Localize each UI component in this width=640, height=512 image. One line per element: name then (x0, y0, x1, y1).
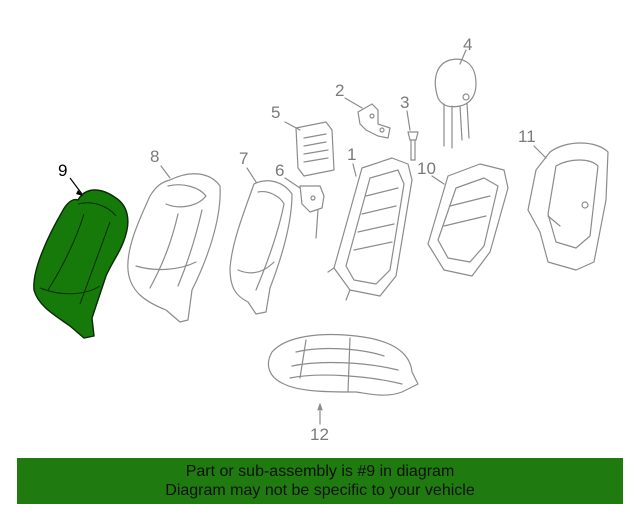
banner-line-2: Diagram may not be specific to your vehi… (165, 482, 475, 499)
part-3-pin[interactable] (407, 131, 419, 161)
callout-7: 7 (239, 149, 249, 168)
callout-2: 2 (335, 81, 345, 100)
callout-3: 3 (400, 93, 410, 112)
callout-11: 11 (518, 127, 536, 146)
callout-5: 5 (271, 103, 281, 122)
part-10-backframe[interactable] (427, 163, 509, 277)
banner-line-1: Part or sub-assembly is #9 in diagram (185, 463, 455, 480)
part-7-panel[interactable] (229, 180, 293, 315)
part-5-plate[interactable] (295, 121, 335, 177)
callout-9: 9 (58, 161, 68, 180)
callout-12: 12 (310, 425, 329, 444)
part-6-clip[interactable] (299, 185, 325, 239)
part-12-seat[interactable] (267, 333, 419, 396)
info-banner: Part or sub-assembly is #9 in diagram Di… (17, 458, 623, 504)
part-11-backcover[interactable] (527, 142, 609, 271)
callout-6: 6 (275, 161, 285, 180)
part-1-frame[interactable] (327, 157, 413, 301)
parts-diagram (33, 49, 609, 425)
callout-10: 10 (417, 159, 436, 178)
part-9-seatback-cover[interactable] (33, 177, 129, 339)
callout-4: 4 (463, 35, 473, 54)
part-2-bracket[interactable] (357, 103, 391, 139)
callout-8: 8 (150, 147, 160, 166)
part-8-cushion[interactable] (127, 173, 221, 323)
callout-1: 1 (347, 145, 357, 164)
part-4-headrest[interactable] (434, 58, 477, 149)
